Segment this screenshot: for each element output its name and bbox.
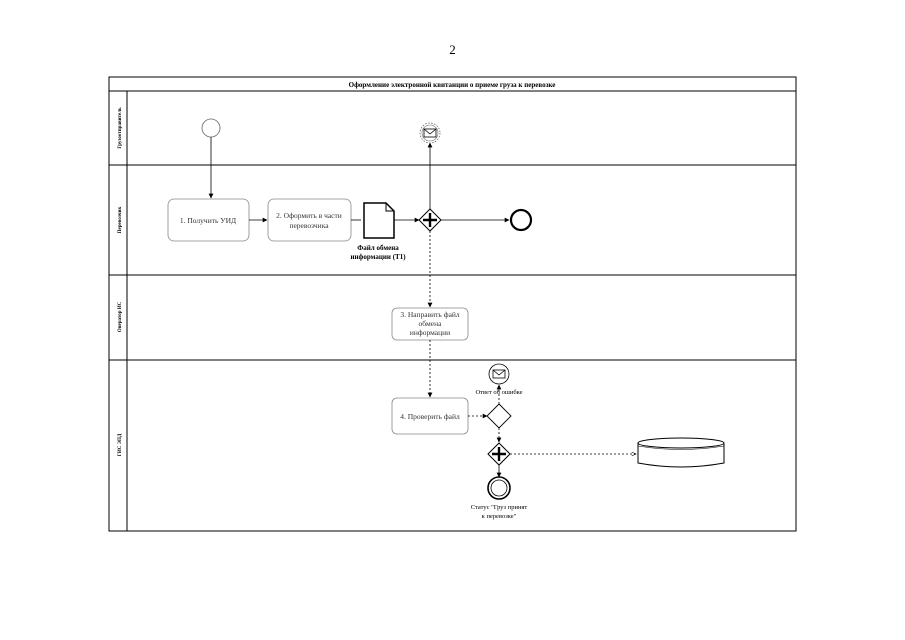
task-get-uid[interactable]: 1. Получить УИД bbox=[167, 198, 250, 242]
page-number: 2 bbox=[449, 42, 456, 57]
envelope-icon bbox=[423, 128, 437, 138]
lane-label-is-operator: Оператор ИС bbox=[118, 301, 123, 332]
lane-label-carrier: Перевозчик bbox=[118, 206, 123, 233]
end-event-final bbox=[487, 476, 511, 500]
lane-label-gis-epd: ГИС ЭПД bbox=[118, 433, 123, 456]
end-event-carrier bbox=[509, 208, 533, 232]
lanes: Грузоотправитель Перевозчик Оператор ИС … bbox=[109, 91, 796, 531]
lane-label-shipper: Грузоотправитель bbox=[118, 107, 123, 149]
start-event bbox=[201, 118, 221, 138]
error-message-label: Ответ об ошибке bbox=[475, 389, 522, 396]
task-get-uid-label: 1. Получить УИД bbox=[180, 216, 236, 225]
task-send-exchange-file-label2: обмена bbox=[419, 319, 443, 328]
task-check-file[interactable]: 4. Проверить файл bbox=[391, 397, 469, 435]
task-send-exchange-file[interactable]: 3. Направить файл обмена информации bbox=[391, 307, 469, 341]
data-object-label1: Файл обмена bbox=[357, 244, 399, 252]
parallel-gateway-gis bbox=[487, 442, 511, 466]
data-object-label2: информации (Т1) bbox=[350, 253, 406, 261]
task-send-exchange-file-label3: информации bbox=[410, 328, 450, 337]
parallel-gateway-carrier bbox=[418, 208, 442, 232]
pool: Оформление электронной квитанции о прием… bbox=[108, 76, 797, 532]
task-fill-carrier-part-label1: 2. Оформить в части bbox=[276, 211, 342, 220]
error-message-event bbox=[488, 363, 510, 385]
final-status-label1: Статус "Груз принят bbox=[471, 504, 528, 511]
task-check-file-label: 4. Проверить файл bbox=[400, 412, 460, 421]
task-send-exchange-file-label1: 3. Направить файл bbox=[400, 310, 460, 319]
task-fill-carrier-part-label2: перевозчика bbox=[289, 221, 329, 230]
message-event-shipper bbox=[419, 122, 441, 144]
decision-gateway bbox=[486, 403, 512, 429]
envelope-icon bbox=[492, 369, 506, 379]
task-fill-carrier-part[interactable]: 2. Оформить в части перевозчика bbox=[267, 198, 352, 242]
database-icon bbox=[637, 437, 725, 468]
data-object-exchange-file: Файл обмена информации (Т1) bbox=[350, 202, 406, 261]
final-status-label2: к перевозке" bbox=[482, 513, 517, 520]
pool-title: Оформление электронной квитанции о прием… bbox=[349, 81, 556, 89]
